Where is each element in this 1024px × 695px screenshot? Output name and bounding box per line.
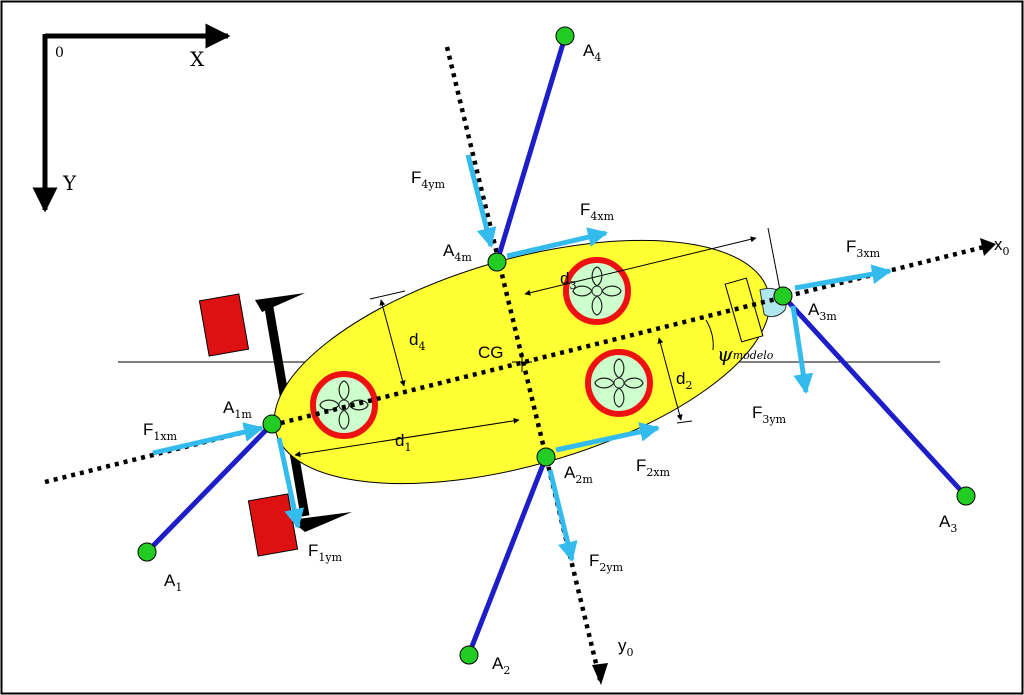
force-label-f2xm: F2xm	[636, 456, 671, 479]
anchor-node-1	[137, 542, 157, 562]
dimension-d1	[294, 417, 520, 458]
fairlead-node-1	[262, 414, 282, 434]
force-label-f2ym: F2ym	[589, 551, 624, 574]
x-axis-label: X	[190, 47, 205, 71]
force-label-f1xm: F1xm	[143, 420, 178, 443]
force-arrow-f1ym	[276, 437, 305, 529]
thruster-front-lower	[588, 352, 650, 414]
anchor-label-3: A3	[939, 512, 957, 535]
psi-angle-label: ψmodelo	[717, 342, 774, 366]
dimension-d2	[657, 337, 693, 424]
fairlead-nodes	[262, 252, 793, 467]
force-label-f4ym: F4ym	[411, 168, 446, 191]
force-arrow-f1xm	[152, 422, 264, 456]
fairlead-node-2	[536, 447, 556, 467]
cg-label: CG	[478, 343, 504, 362]
force-arrow-f2xm	[555, 422, 660, 453]
fairlead-node-4	[487, 252, 507, 272]
distance-label-d1: d1	[395, 431, 411, 454]
body-x-axis-label: x0	[994, 235, 1010, 258]
force-arrow-f3ym	[790, 305, 814, 394]
anchor-node-4	[555, 26, 575, 46]
distance-label-d2: d2	[676, 369, 692, 392]
dimension-d4	[369, 290, 406, 387]
force-label-f3ym: F3ym	[752, 403, 787, 426]
origin-label: 0	[55, 45, 64, 61]
global-frame: 0 X Y	[32, 23, 231, 213]
anchor-nodes	[137, 26, 976, 665]
rudder-fin-bottom	[290, 512, 352, 532]
fairlead-node-3	[773, 286, 793, 306]
mooring-line-2	[466, 456, 549, 655]
force-arrow-f4xm	[506, 227, 608, 259]
force-label-f4xm: F4xm	[580, 200, 615, 223]
mooring-lines	[146, 36, 967, 655]
rudder-block-top	[198, 293, 250, 357]
distance-label-d4: d4	[409, 330, 425, 353]
fairlead-label-4: A4m	[443, 241, 472, 264]
anchor-label-2: A2	[492, 654, 510, 677]
body-x-axis-arrowhead	[980, 238, 996, 256]
body-y-axis-label: y0	[618, 636, 634, 659]
body-y-axis	[444, 46, 603, 681]
rudder-assembly	[198, 293, 352, 557]
force-arrow-f4ym	[465, 154, 497, 248]
anchor-label-1: A1	[164, 571, 182, 594]
y-axis-label: Y	[62, 171, 77, 195]
fairlead-label-3: A3m	[808, 300, 837, 323]
rudder-fin-top	[255, 293, 305, 312]
body-y-axis-arrowhead	[592, 663, 608, 685]
cg-marker	[512, 352, 532, 372]
force-arrow-f3xm	[794, 264, 892, 291]
anchor-node-3	[956, 486, 976, 506]
distance-label-d3: d3	[560, 269, 576, 292]
anchor-label-4: A4	[583, 41, 601, 64]
dimension-d3	[524, 227, 781, 296]
fairlead-label-1: A1m	[223, 398, 252, 421]
anchor-node-2	[459, 645, 479, 665]
force-arrow-f2ym	[547, 469, 578, 562]
force-label-f3xm: F3xm	[846, 237, 881, 260]
force-arrows	[152, 154, 892, 562]
fairlead-label-2: A2m	[564, 463, 593, 486]
psi-angle-arc	[705, 319, 714, 351]
mooring-line-1	[146, 422, 274, 553]
mooring-line-3	[781, 294, 967, 497]
mooring-line-4	[494, 36, 568, 263]
force-label-f1ym: F1ym	[308, 541, 343, 564]
